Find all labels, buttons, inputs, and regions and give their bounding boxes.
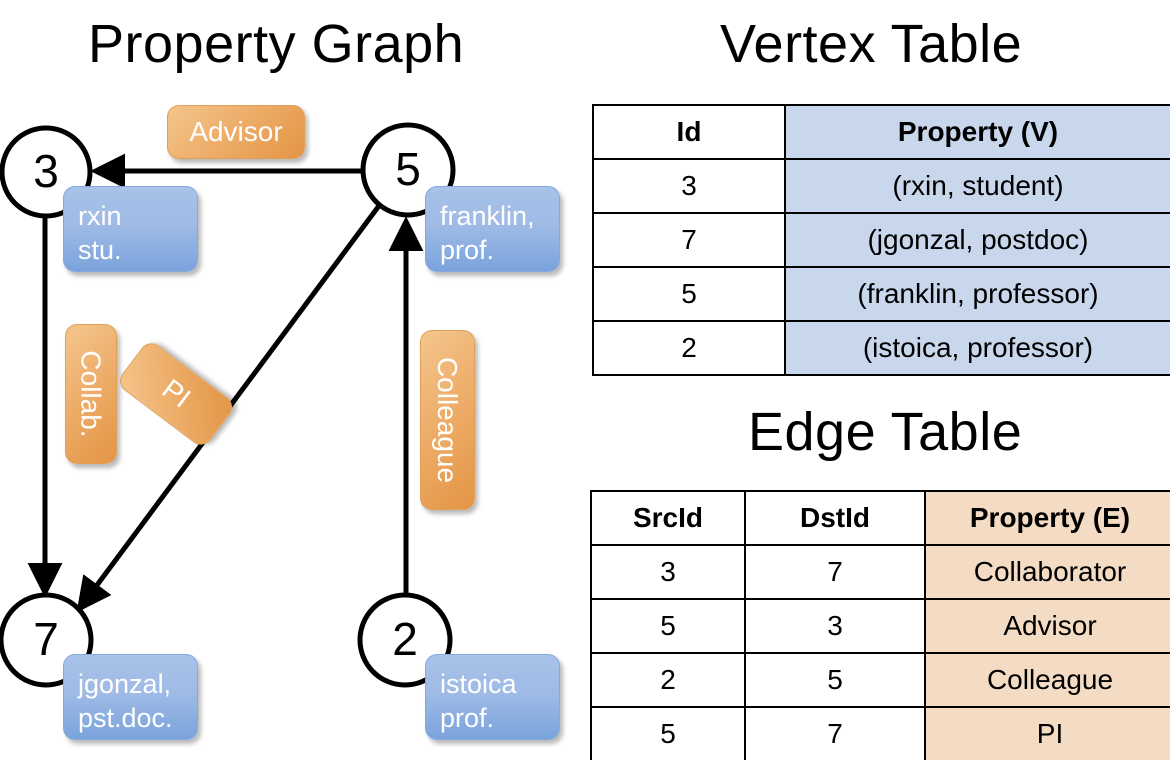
vertex-property-role-3: stu.	[78, 235, 122, 265]
table-row: 2 (istoica, professor)	[592, 320, 1170, 376]
vertex-cell-id: 3	[592, 158, 786, 214]
vertex-table-header-id: Id	[592, 104, 786, 160]
vertex-property-box-5: franklin, prof.	[425, 186, 560, 272]
edge-cell-dstid: 5	[744, 652, 926, 708]
edge-table-header-property: Property (E)	[924, 490, 1170, 546]
vertex-cell-id: 5	[592, 266, 786, 322]
table-row: 3 7 Collaborator	[590, 544, 1170, 600]
vertex-cell-property: (rxin, student)	[784, 158, 1170, 214]
edge-cell-srcid: 5	[590, 706, 746, 760]
edge-table-header-dstid: DstId	[744, 490, 926, 546]
edge-cell-property: Collaborator	[924, 544, 1170, 600]
vertex-id-label-7: 7	[33, 613, 59, 665]
edge-cell-dstid: 3	[744, 598, 926, 654]
edge-table-header-row: SrcId DstId Property (E)	[590, 490, 1170, 546]
table-row: 3 (rxin, student)	[592, 158, 1170, 214]
edge-table: SrcId DstId Property (E) 3 7 Collaborato…	[590, 490, 1170, 760]
edge-cell-srcid: 5	[590, 598, 746, 654]
vertex-cell-property: (franklin, professor)	[784, 266, 1170, 322]
edge-cell-dstid: 7	[744, 706, 926, 760]
vertex-id-label-2: 2	[392, 613, 418, 665]
vertex-property-role-7: pst.doc.	[78, 703, 173, 733]
vertex-id-label-5: 5	[395, 143, 421, 195]
edge-table-header-srcid: SrcId	[590, 490, 746, 546]
edge-cell-property: Colleague	[924, 652, 1170, 708]
edge-label-pi-text: PI	[156, 373, 197, 414]
edge-label-advisor-text: Advisor	[189, 116, 283, 147]
table-row: 5 3 Advisor	[590, 598, 1170, 654]
vertex-table-header-property: Property (V)	[784, 104, 1170, 160]
page-title-vertex-table: Vertex Table	[720, 14, 1023, 74]
edge-cell-srcid: 2	[590, 652, 746, 708]
table-row: 5 7 PI	[590, 706, 1170, 760]
page-title-property-graph: Property Graph	[88, 14, 465, 74]
vertex-property-box-3: rxin stu.	[63, 186, 198, 272]
page-title-edge-table: Edge Table	[748, 402, 1023, 462]
edge-cell-dstid: 7	[744, 544, 926, 600]
vertex-cell-property: (istoica, professor)	[784, 320, 1170, 376]
vertex-property-name-5: franklin,	[440, 201, 535, 231]
vertex-cell-property: (jgonzal, postdoc)	[784, 212, 1170, 268]
edge-label-advisor: Advisor	[167, 105, 305, 159]
edge-cell-srcid: 3	[590, 544, 746, 600]
vertex-property-name-7: jgonzal,	[78, 669, 172, 699]
vertex-property-box-7: jgonzal, pst.doc.	[63, 654, 198, 740]
vertex-property-name-3: rxin	[78, 201, 122, 231]
table-row: 2 5 Colleague	[590, 652, 1170, 708]
edge-label-collab-text: Collab.	[76, 350, 108, 438]
table-row: 7 (jgonzal, postdoc)	[592, 212, 1170, 268]
vertex-table: Id Property (V) 3 (rxin, student) 7 (jgo…	[592, 104, 1170, 376]
table-row: 5 (franklin, professor)	[592, 266, 1170, 322]
vertex-table-header-row: Id Property (V)	[592, 104, 1170, 160]
vertex-property-role-2: prof.	[440, 703, 495, 733]
vertex-property-name-2: istoica	[440, 669, 517, 699]
vertex-cell-id: 2	[592, 320, 786, 376]
vertex-property-role-5: prof.	[440, 235, 495, 265]
vertex-property-box-2: istoica prof.	[425, 654, 560, 740]
edge-label-collab: Collab.	[65, 324, 117, 464]
edge-label-colleague: Colleague	[420, 330, 475, 510]
edge-label-colleague-text: Colleague	[432, 356, 464, 484]
edge-cell-property: Advisor	[924, 598, 1170, 654]
edge-cell-property: PI	[924, 706, 1170, 760]
vertex-cell-id: 7	[592, 212, 786, 268]
vertex-id-label-3: 3	[33, 145, 59, 197]
